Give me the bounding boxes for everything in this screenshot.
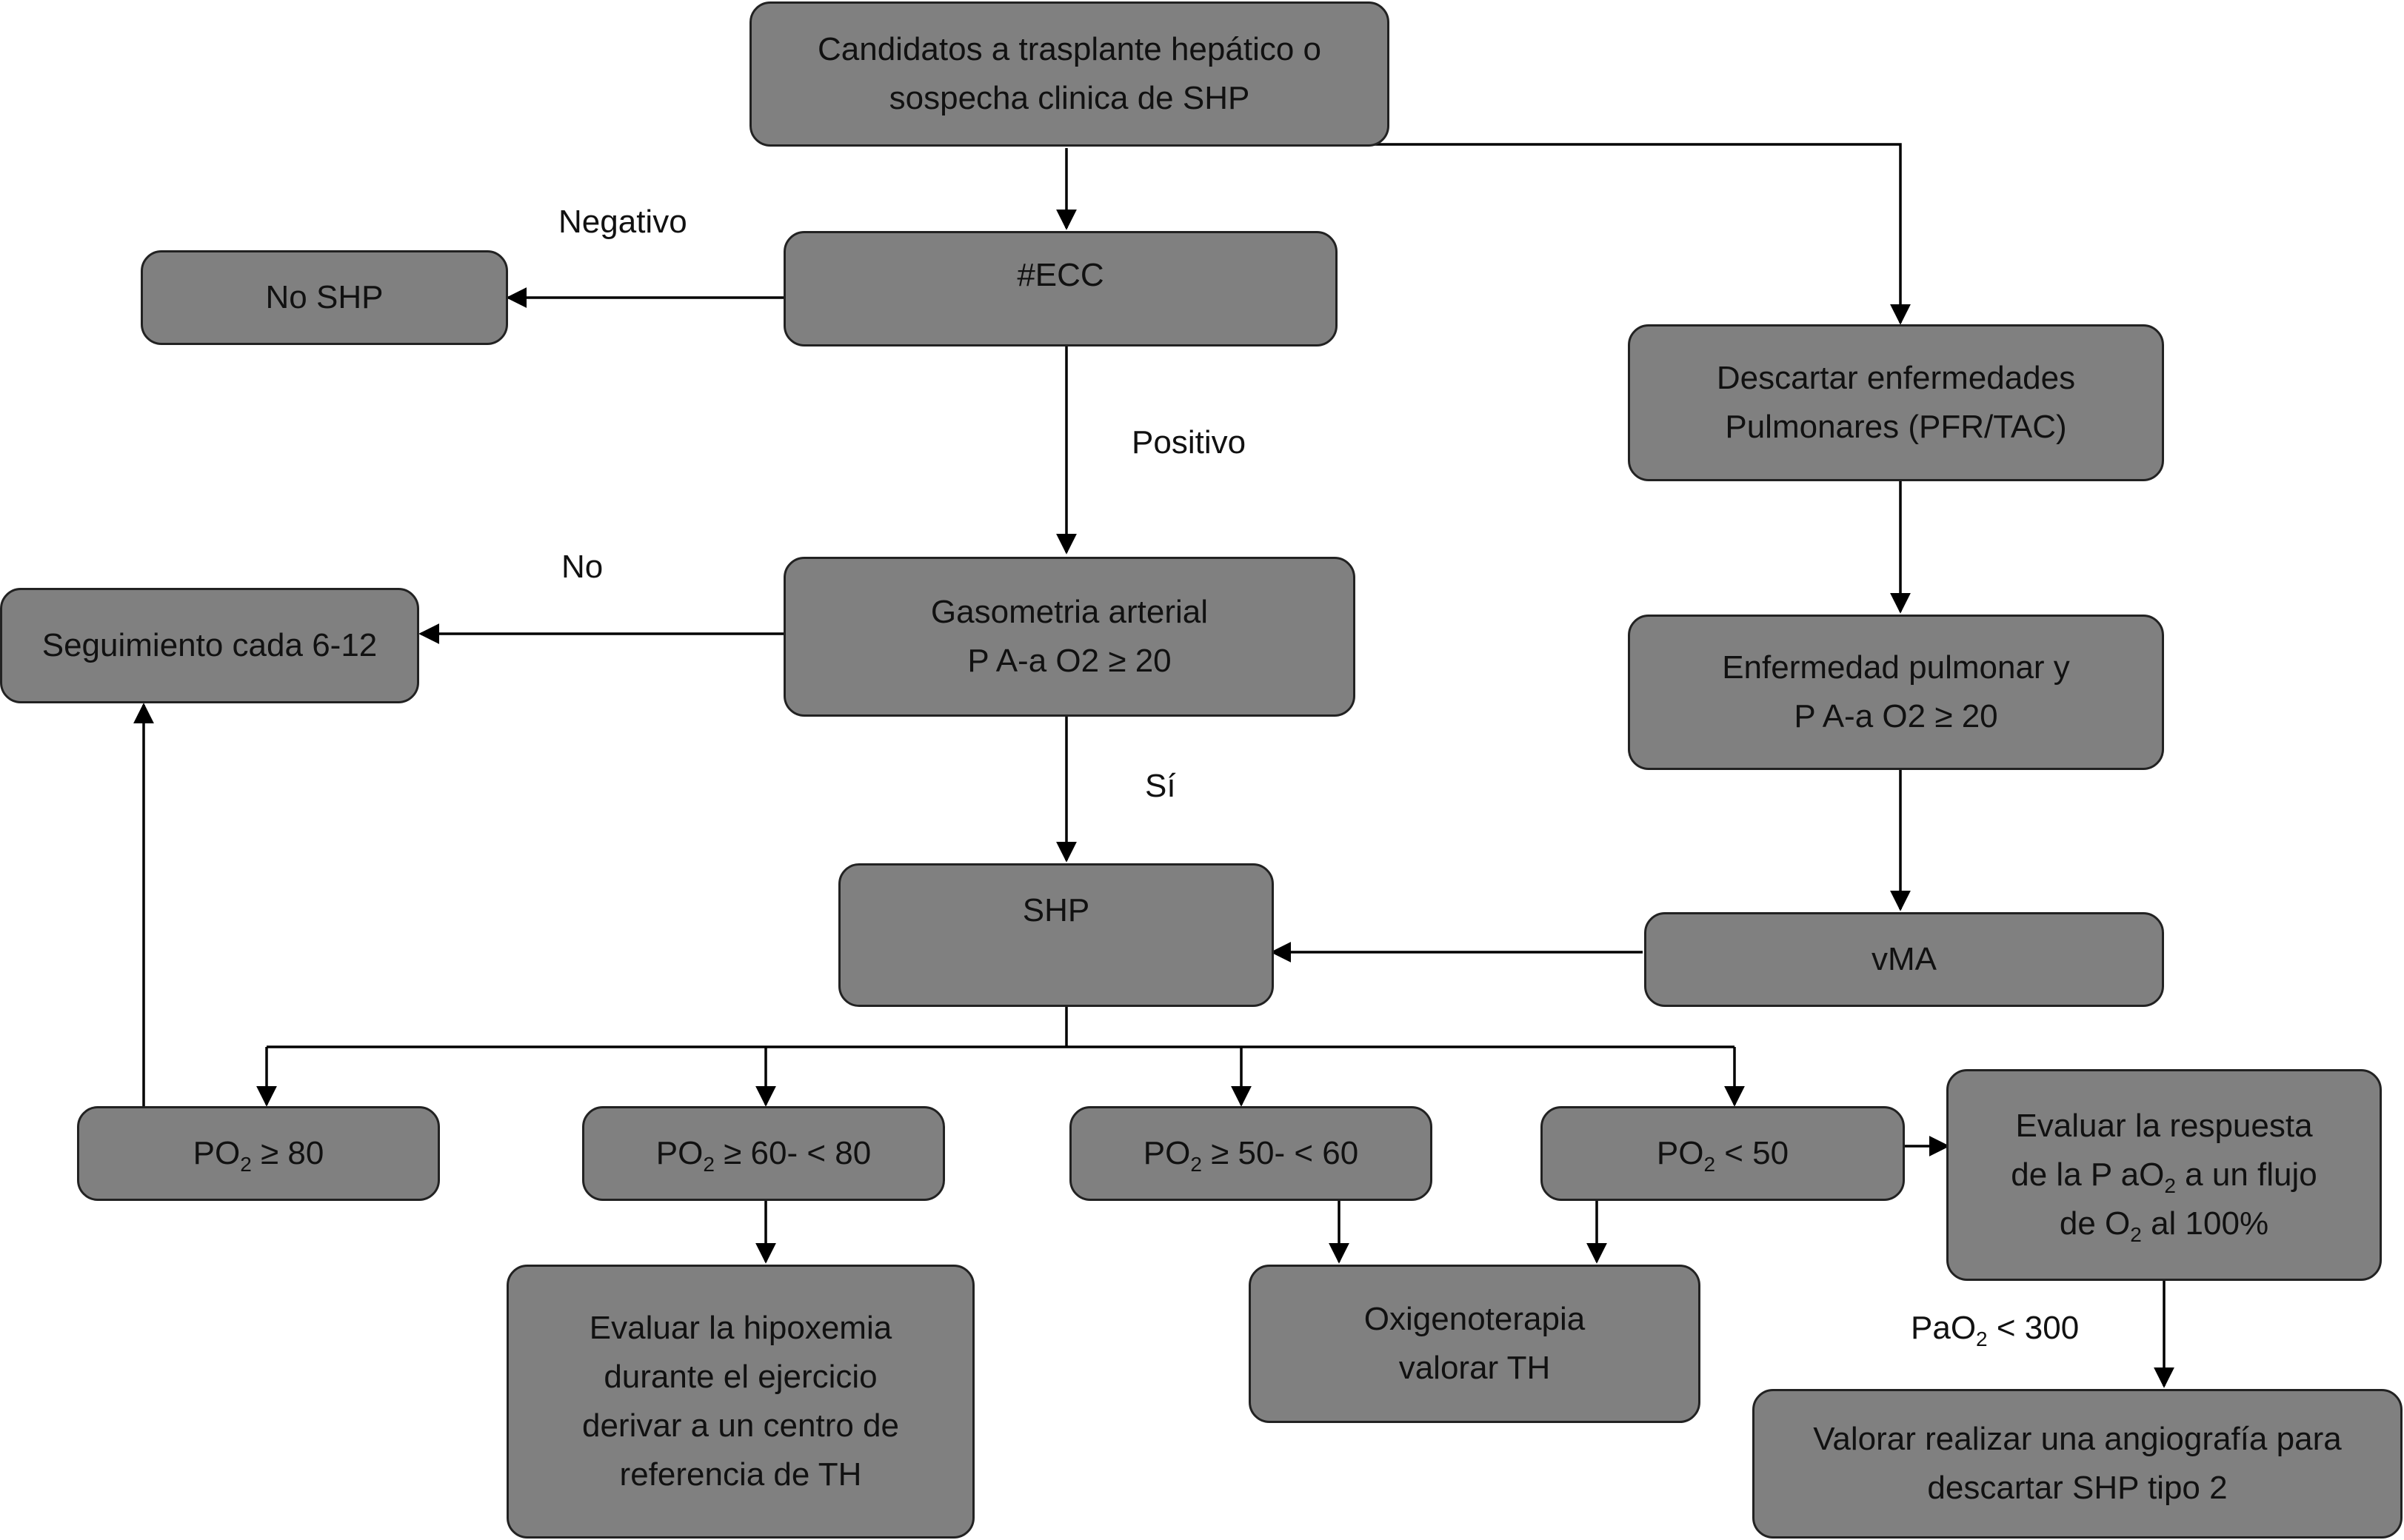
node-angiografia: Valorar realizar una angiografía para de… bbox=[1752, 1389, 2403, 1539]
node-descartar: Descartar enfermedades Pulmonares (PFR/T… bbox=[1628, 324, 2164, 481]
node-evaluar-hipoxemia-line-4: referencia de TH bbox=[619, 1456, 862, 1493]
node-ecc: #ECC bbox=[784, 231, 1338, 346]
node-po2-80-label: PO2 ≥ 80 bbox=[193, 1135, 324, 1176]
node-seguimiento: Seguimiento cada 6-12 bbox=[0, 588, 419, 703]
node-descartar-line-1: Descartar enfermedades bbox=[1716, 360, 2076, 396]
edge-label-pao2: PaO2 < 300 bbox=[1911, 1310, 2080, 1350]
node-no-shp-label: No SHP bbox=[265, 279, 384, 315]
arrow-candidatos-descartar bbox=[1361, 143, 1911, 325]
node-enfermedad: Enfermedad pulmonar y P A-a O2 ≥ 20 bbox=[1628, 615, 2164, 770]
node-evaluar-hipoxemia-line-1: Evaluar la hipoxemia bbox=[589, 1310, 892, 1346]
node-oxigenoterapia-line-2: valorar TH bbox=[1398, 1350, 1551, 1386]
node-gasometria-line-1: Gasometria arterial bbox=[930, 594, 1209, 630]
node-po2-60-80: PO2 ≥ 60- < 80 bbox=[582, 1106, 945, 1201]
node-seguimiento-label: Seguimiento cada 6-12 bbox=[41, 627, 378, 663]
node-no-shp: No SHP bbox=[141, 250, 508, 345]
edge-label-positivo: Positivo bbox=[1132, 424, 1246, 461]
edge-label-si: Sí bbox=[1145, 768, 1176, 804]
node-enfermedad-line-1: Enfermedad pulmonar y bbox=[1722, 649, 2070, 686]
node-angiografia-line-2: descartar SHP tipo 2 bbox=[1927, 1470, 2228, 1506]
node-shp-label: SHP bbox=[1022, 892, 1090, 928]
node-shp: SHP bbox=[838, 863, 1274, 1007]
edge-label-no: No bbox=[561, 549, 604, 585]
node-candidatos-line-1: Candidatos a trasplante hepático o bbox=[817, 31, 1322, 67]
node-po2-50-60: PO2 ≥ 50- < 60 bbox=[1069, 1106, 1432, 1201]
node-po2-50: PO2 < 50 bbox=[1540, 1106, 1905, 1201]
node-gasometria: Gasometria arterial P A-a O2 ≥ 20 bbox=[784, 557, 1355, 717]
node-po2-60-80-label: PO2 ≥ 60- < 80 bbox=[655, 1135, 872, 1176]
node-evaluar-respuesta-line-3: de O2 al 100% bbox=[2059, 1205, 2269, 1246]
edge-label-negativo: Negativo bbox=[558, 204, 687, 240]
node-gasometria-line-2: P A-a O2 ≥ 20 bbox=[967, 643, 1172, 679]
node-candidatos-line-2: sospecha clinica de SHP bbox=[889, 80, 1250, 116]
node-evaluar-hipoxemia-line-3: derivar a un centro de bbox=[581, 1407, 900, 1444]
node-evaluar-respuesta: Evaluar la respuesta de la P aO2 a un fl… bbox=[1946, 1069, 2382, 1281]
node-angiografia-line-1: Valorar realizar una angiografía para bbox=[1813, 1421, 2342, 1457]
node-evaluar-respuesta-line-2: de la P aO2 a un flujo bbox=[2011, 1156, 2317, 1197]
node-po2-50-label: PO2 < 50 bbox=[1656, 1135, 1789, 1176]
node-evaluar-respuesta-line-1: Evaluar la respuesta bbox=[2015, 1108, 2313, 1144]
node-oxigenoterapia: Oxigenoterapia valorar TH bbox=[1249, 1265, 1700, 1423]
node-po2-50-60-label: PO2 ≥ 50- < 60 bbox=[1143, 1135, 1359, 1176]
node-oxigenoterapia-line-1: Oxigenoterapia bbox=[1363, 1301, 1586, 1337]
node-candidatos: Candidatos a trasplante hepático o sospe… bbox=[749, 1, 1389, 147]
node-evaluar-hipoxemia-line-2: durante el ejercicio bbox=[604, 1359, 878, 1395]
node-po2-80: PO2 ≥ 80 bbox=[77, 1106, 440, 1201]
node-enfermedad-line-2: P A-a O2 ≥ 20 bbox=[1794, 698, 1998, 734]
node-vma: vMA bbox=[1644, 912, 2164, 1007]
node-vma-label: vMA bbox=[1872, 941, 1937, 977]
node-evaluar-hipoxemia: Evaluar la hipoxemia durante el ejercici… bbox=[507, 1265, 975, 1539]
node-ecc-label: #ECC bbox=[1017, 257, 1104, 293]
node-descartar-line-2: Pulmonares (PFR/TAC) bbox=[1725, 409, 2067, 445]
